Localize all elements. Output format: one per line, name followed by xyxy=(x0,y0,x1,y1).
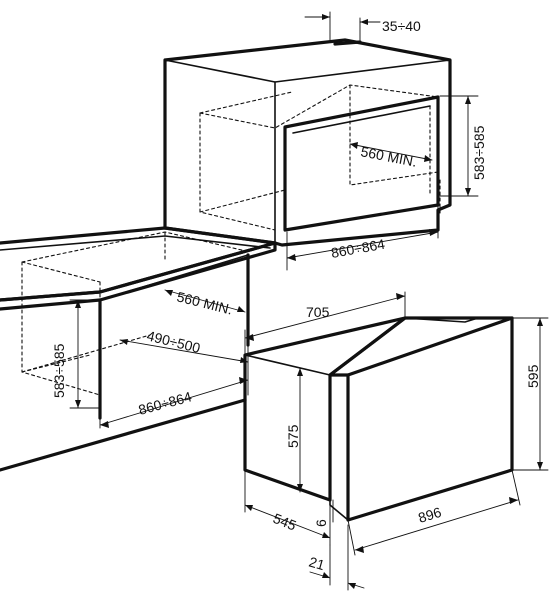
dim-front-thickness: 21 xyxy=(307,524,365,591)
dim-upper-width-line xyxy=(286,204,439,271)
label-appliance-body-height: 575 xyxy=(285,424,301,448)
label-appliance-depth: 705 xyxy=(306,304,330,320)
appliance-body-front-top xyxy=(244,354,331,376)
worktop-front xyxy=(0,241,277,311)
dim-appliance-depth-line xyxy=(244,291,406,356)
label-appliance-body-depth: 545 xyxy=(271,510,299,534)
appliance xyxy=(243,316,514,522)
dim-upper-depth: 560 MIN. xyxy=(349,142,433,170)
label-lower-height: 583÷585 xyxy=(51,343,67,398)
top-gap-block xyxy=(333,40,362,46)
dim-appliance-body-depth: 545 xyxy=(244,469,331,546)
dim-lower-inner-depth: 490÷500 xyxy=(119,327,249,363)
dim-front-gap: 6 xyxy=(313,499,334,527)
column-cabinet xyxy=(163,38,452,247)
dim-upper-depth-line xyxy=(349,143,433,161)
column-top-edge xyxy=(164,59,451,83)
upper-niche-hidden-top xyxy=(199,91,293,114)
dim-lower-height-line xyxy=(69,299,101,409)
appliance-front-outline xyxy=(328,316,514,522)
counter-cabinet xyxy=(0,226,277,472)
dim-appliance-height: 595 xyxy=(477,317,549,471)
upper-niche-hidden xyxy=(199,84,439,231)
dim-lower-depth: 560 MIN. xyxy=(164,288,246,318)
label-appliance-width: 896 xyxy=(416,504,443,526)
label-front-gap: 6 xyxy=(313,519,329,527)
dim-lower-width-line xyxy=(99,344,249,429)
dim-upper-height-line xyxy=(439,95,479,197)
lower-niche-hidden-floor xyxy=(21,334,151,373)
dim-appliance-body-depth-line xyxy=(244,469,331,546)
appliance-back-top xyxy=(404,317,479,323)
dim-lower-depth-line xyxy=(164,289,246,313)
dim-appliance-depth: 705 xyxy=(244,291,406,356)
dim-top-gap-arrows xyxy=(322,14,368,25)
appliance-body-side xyxy=(243,316,407,502)
label-front-thickness: 21 xyxy=(307,554,327,574)
dim-front-thickness-line xyxy=(309,524,365,591)
dim-top-gap-ext xyxy=(329,11,361,41)
label-upper-height: 583÷585 xyxy=(471,125,487,180)
label-top-gap: 35÷40 xyxy=(382,18,421,34)
dim-appliance-height-line xyxy=(477,317,549,471)
dim-upper-height: 583÷585 xyxy=(439,95,487,197)
dim-appliance-width: 896 xyxy=(347,469,521,556)
label-lower-min-depth: 560 MIN. xyxy=(175,288,234,317)
appliance-front-top xyxy=(346,316,514,377)
lower-front-verticals xyxy=(98,253,250,420)
dim-appliance-width-line xyxy=(347,469,521,556)
upper-opening-inner xyxy=(292,105,431,134)
dim-lower-inner-depth-line xyxy=(119,339,249,363)
label-lower-width: 860÷864 xyxy=(137,388,194,418)
label-upper-min-depth: 560 MIN. xyxy=(359,143,418,170)
lower-front-top xyxy=(99,254,249,301)
dim-top-gap-line xyxy=(304,16,381,23)
upper-niche-hidden-right xyxy=(429,105,441,216)
dim-appliance-body-height: 575 xyxy=(285,367,303,493)
dim-top-gap: 35÷40 xyxy=(304,11,421,46)
dim-lower-width: 860÷864 xyxy=(99,344,249,429)
worktop-back-edge xyxy=(0,235,271,251)
column-outline xyxy=(163,38,452,247)
label-appliance-total-height: 595 xyxy=(525,364,541,388)
label-lower-inner-depth: 490÷500 xyxy=(145,327,202,356)
dim-lower-height: 583÷585 xyxy=(51,299,101,409)
plinth-line xyxy=(0,398,247,472)
appliance-front-left-edge xyxy=(329,374,349,521)
